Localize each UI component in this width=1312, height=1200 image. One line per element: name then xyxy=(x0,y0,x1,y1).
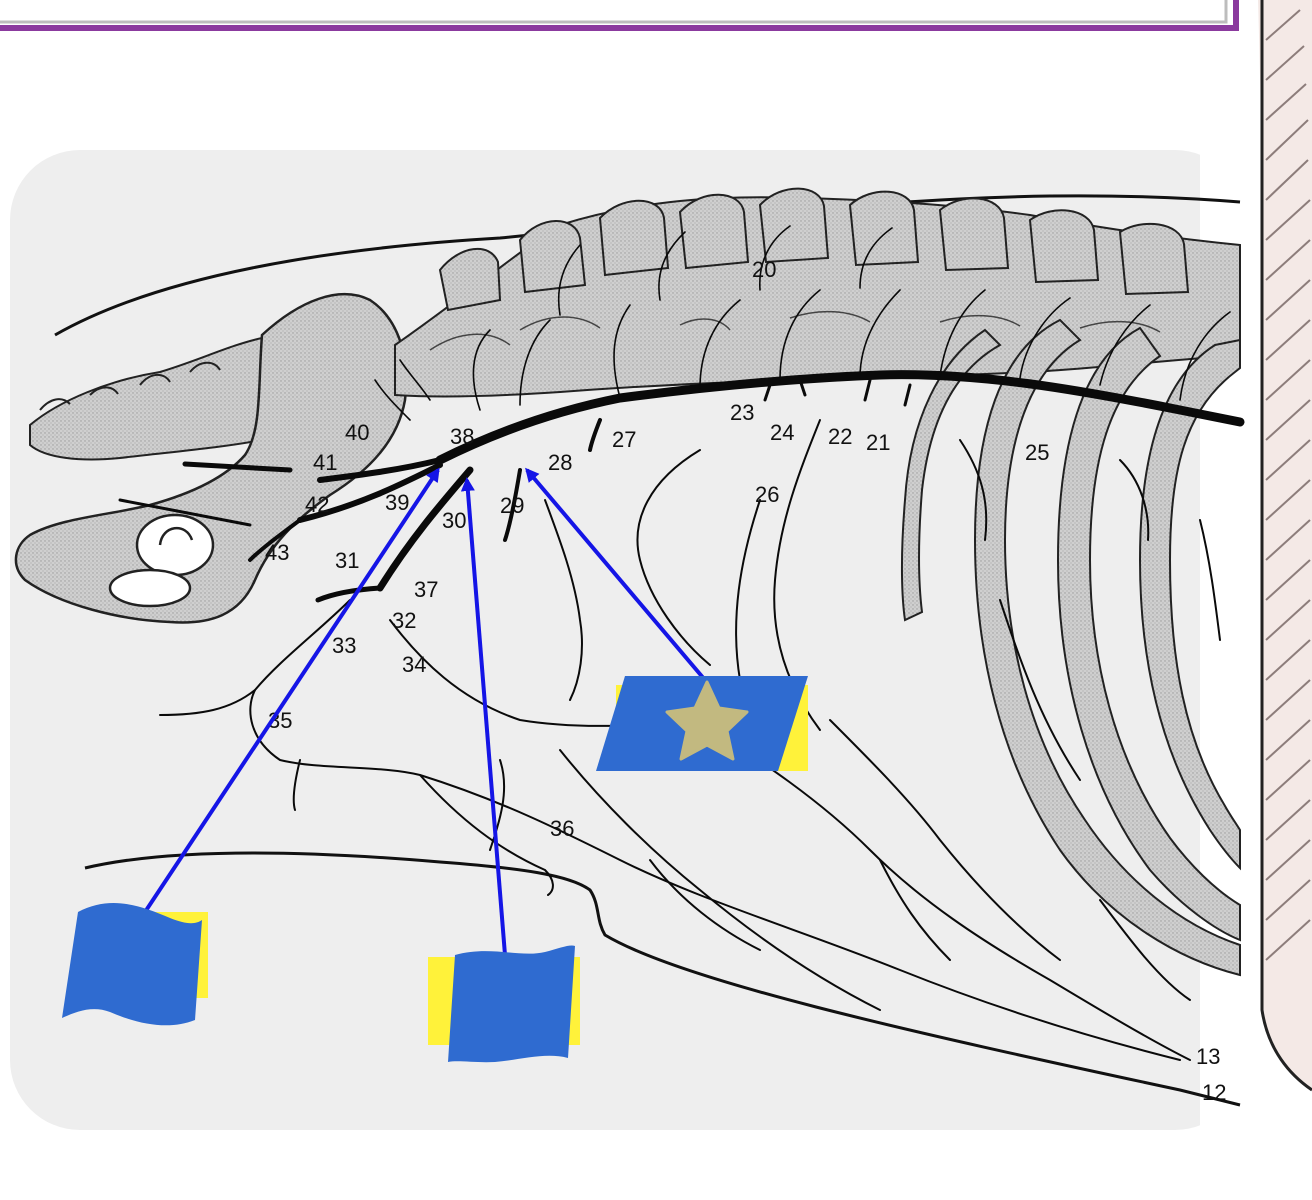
star-icon xyxy=(665,680,749,761)
label-27: 27 xyxy=(612,427,636,452)
label-23: 23 xyxy=(730,400,754,425)
ribs xyxy=(900,318,1241,977)
pelvis-bone xyxy=(14,292,408,624)
label-31: 31 xyxy=(335,548,359,573)
label-34: 34 xyxy=(402,652,426,677)
label-41: 41 xyxy=(313,450,337,475)
label-13: 13 xyxy=(1196,1044,1220,1069)
number-labels: 20 21 22 23 24 25 26 27 28 29 30 31 32 3… xyxy=(265,257,1226,1105)
label-43: 43 xyxy=(265,540,289,565)
label-36: 36 xyxy=(550,816,574,841)
label-30: 30 xyxy=(442,508,466,533)
label-29: 29 xyxy=(500,493,524,518)
label-32: 32 xyxy=(392,608,416,633)
label-21: 21 xyxy=(866,430,890,455)
label-40: 40 xyxy=(345,420,369,445)
answer-flag-left[interactable] xyxy=(62,902,208,1026)
arrow-middle xyxy=(460,477,507,956)
label-12: 12 xyxy=(1202,1080,1226,1105)
label-38: 38 xyxy=(450,424,474,449)
label-37: 37 xyxy=(414,577,438,602)
vessel-network xyxy=(118,225,1245,1061)
label-22: 22 xyxy=(828,424,852,449)
right-hatched-strip xyxy=(1258,0,1312,1092)
top-frame xyxy=(0,0,1240,31)
arrow-right xyxy=(525,467,707,682)
label-42: 42 xyxy=(305,492,329,517)
label-25: 25 xyxy=(1025,440,1049,465)
label-39: 39 xyxy=(385,490,409,515)
tail-vertebrae xyxy=(29,336,263,461)
label-26: 26 xyxy=(755,482,779,507)
label-20: 20 xyxy=(752,257,776,282)
arrow-left xyxy=(143,467,440,914)
answer-flag-middle[interactable] xyxy=(428,945,580,1063)
label-33: 33 xyxy=(332,633,356,658)
label-28: 28 xyxy=(548,450,572,475)
pointer-arrows xyxy=(143,467,707,956)
label-24: 24 xyxy=(770,420,794,445)
answer-star-tile[interactable] xyxy=(596,676,808,771)
